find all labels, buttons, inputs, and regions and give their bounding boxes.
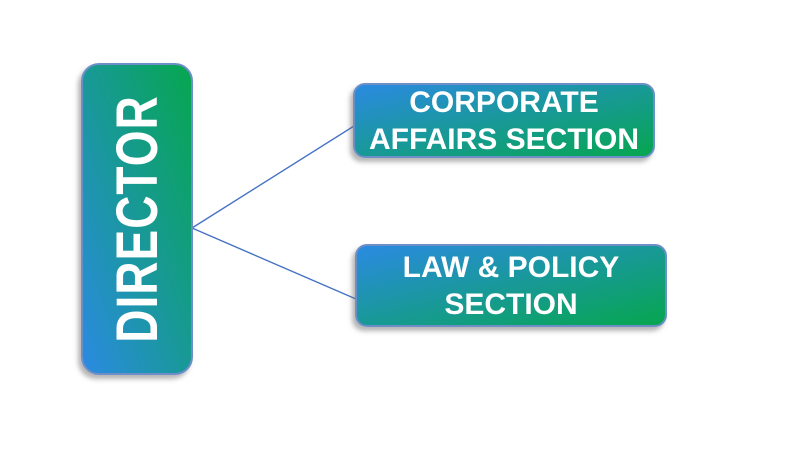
node-corporate-affairs-section: CORPORATE AFFAIRS SECTION: [353, 83, 655, 158]
node-corporate-affairs-label-line1: CORPORATE: [409, 85, 599, 119]
node-law-policy-label-line2: SECTION: [444, 287, 578, 321]
connector-line-law-policy: [191, 227, 357, 300]
node-law-policy-label-line1: LAW & POLICY: [402, 250, 620, 284]
node-director: DIRECTOR: [81, 63, 193, 375]
connector-line-corporate-affairs: [191, 125, 355, 229]
node-corporate-affairs-label-line2: AFFAIRS SECTION: [368, 122, 639, 156]
node-law-policy-section: LAW & POLICY SECTION: [355, 244, 667, 327]
node-director-label: DIRECTOR: [103, 95, 171, 343]
